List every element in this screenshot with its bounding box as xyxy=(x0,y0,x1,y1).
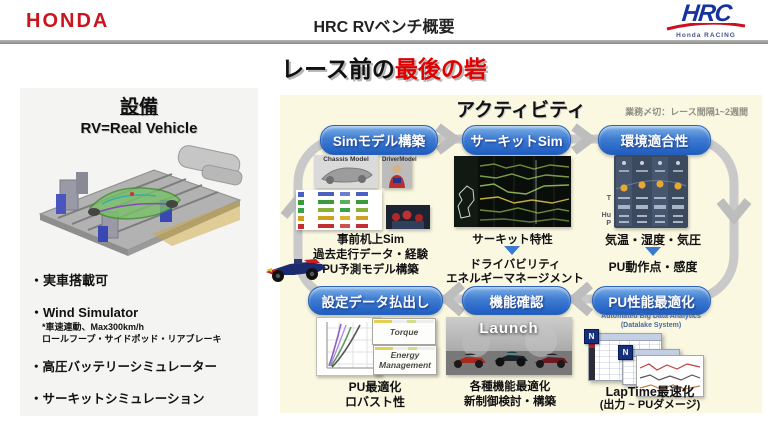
down-arrow-icon xyxy=(645,247,661,256)
step-sim-model-build: Simモデル構築 xyxy=(320,125,438,155)
header-divider xyxy=(0,40,768,44)
activity-title: アクティビティ xyxy=(456,100,586,121)
bullet-real-vehicle: ・実車搭載可 xyxy=(30,273,109,288)
bullet-battery-simulator: ・高圧バッテリーシミュレーター xyxy=(30,360,218,374)
sim-line1: 事前机上Sim xyxy=(336,234,405,246)
pu-note-line1: Automated Big Data Analytics xyxy=(601,313,701,320)
weather-forecast-screenshot xyxy=(614,155,688,228)
env-axis-t: T xyxy=(606,195,611,202)
bullet-circuit-simulation: ・サーキットシミュレーション xyxy=(30,392,205,406)
env-line1: 気温・湿度・気圧 xyxy=(604,233,701,247)
func-line1: 各種機能最適化 xyxy=(469,381,551,393)
launch-overlay-text: Launch xyxy=(479,320,539,337)
analytics-app-icon: N xyxy=(618,345,633,360)
page-title: HRC RVベンチ概要 xyxy=(313,19,455,36)
circuit-line2: ドライバビリティ xyxy=(469,259,561,271)
dataout-line2: ロバスト性 xyxy=(344,395,405,409)
deadline-note: 業務〆切：レース間隔1~2週間 xyxy=(625,107,748,117)
step-circuit-sim: サーキットSim xyxy=(462,125,571,155)
hrc-logo-subtext: Honda RACING xyxy=(676,32,736,39)
step-function-check: 機能確認 xyxy=(462,286,571,315)
driver-model-label: DriverModel xyxy=(382,157,417,163)
slide-subtitle: レース前の最後の砦 xyxy=(0,50,768,84)
laptime-trend-chart xyxy=(636,355,704,397)
model-data-table-image xyxy=(296,190,382,230)
table-header xyxy=(589,334,661,341)
dataout-line1: PU最適化 xyxy=(348,380,402,394)
circuit-line3: エネルギーマネージメント xyxy=(446,273,584,285)
func-line2: 新制御検討・構築 xyxy=(464,396,556,408)
subtitle-highlight: 最後の砦 xyxy=(394,56,487,82)
subtitle-prefix: レース前の xyxy=(281,56,395,82)
pu-line1: LapTime最速化 xyxy=(605,385,695,399)
step-pu-performance-optimization: PU性能最適化 xyxy=(592,286,711,315)
chassis-model-image: Chassis Model xyxy=(314,155,378,188)
bullet-wind-simulator: ・Wind Simulator xyxy=(30,305,139,320)
energy-management-tag: Energy Management xyxy=(373,345,437,375)
hrc-swoosh-icon xyxy=(666,23,746,31)
pu-line2: (出力 ~ PUダメージ) xyxy=(599,399,701,411)
driver-model-image: DriverModel xyxy=(382,156,417,188)
circuit-line1: サーキット特性 xyxy=(472,234,553,246)
test-bench-cad-image xyxy=(38,145,243,256)
pu-note-line2: (Datalake System) xyxy=(620,322,682,329)
equipment-subtitle: RV=Real Vehicle xyxy=(80,120,198,137)
down-arrow-icon xyxy=(504,246,520,255)
f1-car-icon xyxy=(266,259,326,282)
sim-line3: PU予測モデル構築 xyxy=(322,264,419,276)
table-sidebar xyxy=(589,334,595,380)
hrc-logo-text: HRC xyxy=(680,0,732,27)
env-line2: PU動作点・感度 xyxy=(608,260,698,274)
sim-line2: 過去走行データ・経験 xyxy=(313,249,428,261)
race-start-photo: Launch xyxy=(446,317,572,375)
chassis-model-label: Chassis Model xyxy=(323,156,369,163)
step-setting-data-output: 設定データ払出し xyxy=(308,286,443,315)
step-environment-adaptability: 環境適合性 xyxy=(598,125,711,155)
pu-map-chart-image xyxy=(316,317,382,376)
analytics-app-icon: N xyxy=(584,329,599,344)
torque-tag: Torque xyxy=(372,318,436,345)
bullet-wind-sub1: *車速連動、Max300km/h xyxy=(42,322,145,332)
hrc-logo: HRC Honda RACING xyxy=(658,0,754,39)
honda-wordmark: HONDA xyxy=(26,10,110,32)
equipment-panel: 設備 RV=Real Vehicle ・実車搭載可 ・Wind Simulato… xyxy=(20,88,258,416)
pit-crew-photo xyxy=(386,205,430,229)
equipment-title: 設備 xyxy=(119,97,158,118)
telemetry-screenshot xyxy=(454,156,571,227)
activity-panel: アクティビティ 業務〆切：レース間隔1~2週間 Simモデル構築 サーキットSi… xyxy=(280,95,762,413)
bullet-wind-sub2: ロールフープ・サイドポッド・リアブレーキ xyxy=(42,334,222,344)
